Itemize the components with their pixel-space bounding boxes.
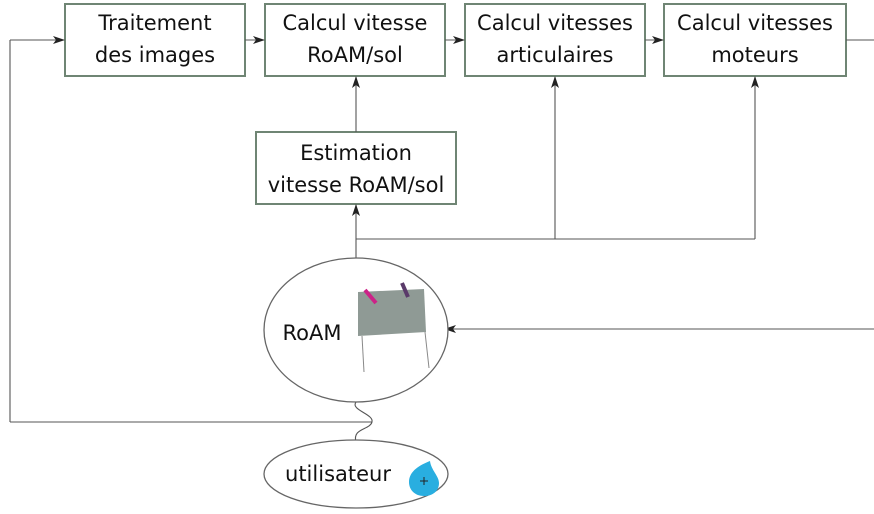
box-traitement-line2: des images xyxy=(95,43,215,67)
box-moteurs-line2: moteurs xyxy=(711,43,798,67)
marker-magenta-icon xyxy=(363,288,378,305)
box-moteurs-line1: Calcul vitesses xyxy=(677,11,833,35)
box-traitement-images: Traitement des images xyxy=(64,3,246,77)
box-calcul-vitesses-articulaires: Calcul vitesses articulaires xyxy=(464,3,646,77)
marker-purple-icon xyxy=(400,282,410,298)
user-label: utilisateur xyxy=(285,462,391,486)
box-traitement-line1: Traitement xyxy=(97,11,211,35)
box-calcul-vitesse-line1: Calcul vitesse xyxy=(283,11,428,35)
box-calcul-vitesse-roam: Calcul vitesse RoAM/sol xyxy=(264,3,446,77)
box-articulaires-line2: articulaires xyxy=(497,43,614,67)
box-calcul-vitesse-line2: RoAM/sol xyxy=(307,43,403,67)
box-estimation-line2: vitesse RoAM/sol xyxy=(268,173,445,197)
box-estimation-vitesse: Estimation vitesse RoAM/sol xyxy=(255,131,457,205)
user-node: utilisateur xyxy=(263,439,449,509)
robot-label: RoAM xyxy=(283,321,342,345)
box-calcul-vitesses-moteurs: Calcul vitesses moteurs xyxy=(663,3,847,77)
box-estimation-line1: Estimation xyxy=(300,141,412,165)
robot-cart-icon xyxy=(358,282,430,373)
robot-node: RoAM xyxy=(263,257,449,403)
box-articulaires-line1: Calcul vitesses xyxy=(477,11,633,35)
water-drop-icon xyxy=(409,461,439,496)
